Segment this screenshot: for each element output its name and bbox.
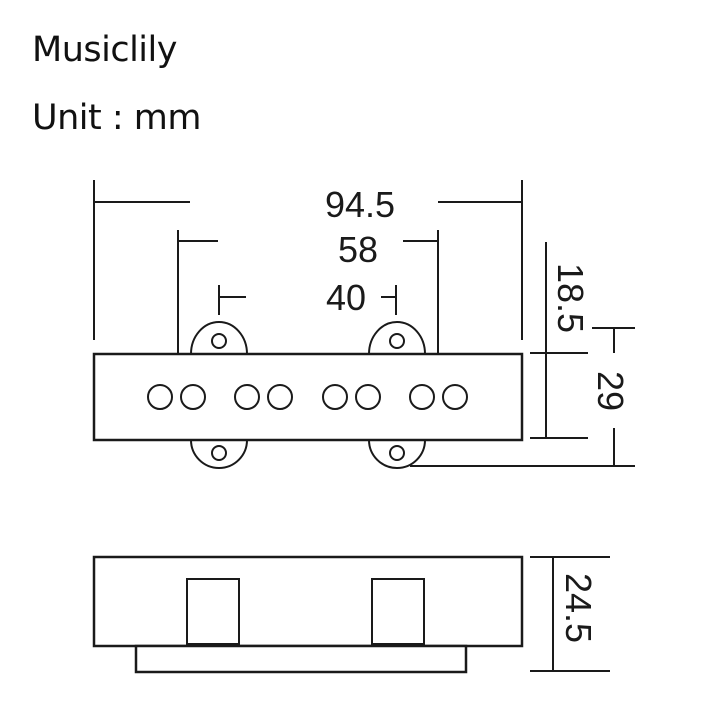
mount-ear-bottom-left [190,439,248,469]
dim-line-18-5 [530,242,588,439]
dim-label-94-5: 94.5 [325,184,395,225]
mount-ear-top-left [190,321,248,355]
mount-ear-bottom-right [368,439,426,469]
side-view-base-plate [134,644,468,674]
dim-line-29 [410,327,635,467]
pickup-body-top-view [92,352,524,442]
dim-label-58: 58 [338,229,378,270]
dim-line-40 [218,285,397,315]
mount-hole-bottom-right [389,445,405,461]
dim-line-24-5 [530,556,610,672]
dim-label-29: 29 [590,371,631,411]
mount-hole-bottom-left [211,445,227,461]
dim-label-18-5: 18.5 [550,263,591,333]
mount-ear-top-right [368,321,426,355]
mount-hole-top-right [389,333,405,349]
pickup-body-side-view [92,555,524,648]
dim-label-40: 40 [326,277,366,318]
side-view-mount-post-left [186,578,240,645]
pole-pieces [147,384,468,410]
dim-label-24-5: 24.5 [558,573,599,643]
unit-label: Unit : mm [32,98,201,138]
side-view-mount-post-right [371,578,425,645]
dim-line-94-5 [93,180,523,340]
brand-title: Musiclily [32,30,177,70]
mount-hole-top-left [211,333,227,349]
dim-line-58 [177,230,439,354]
